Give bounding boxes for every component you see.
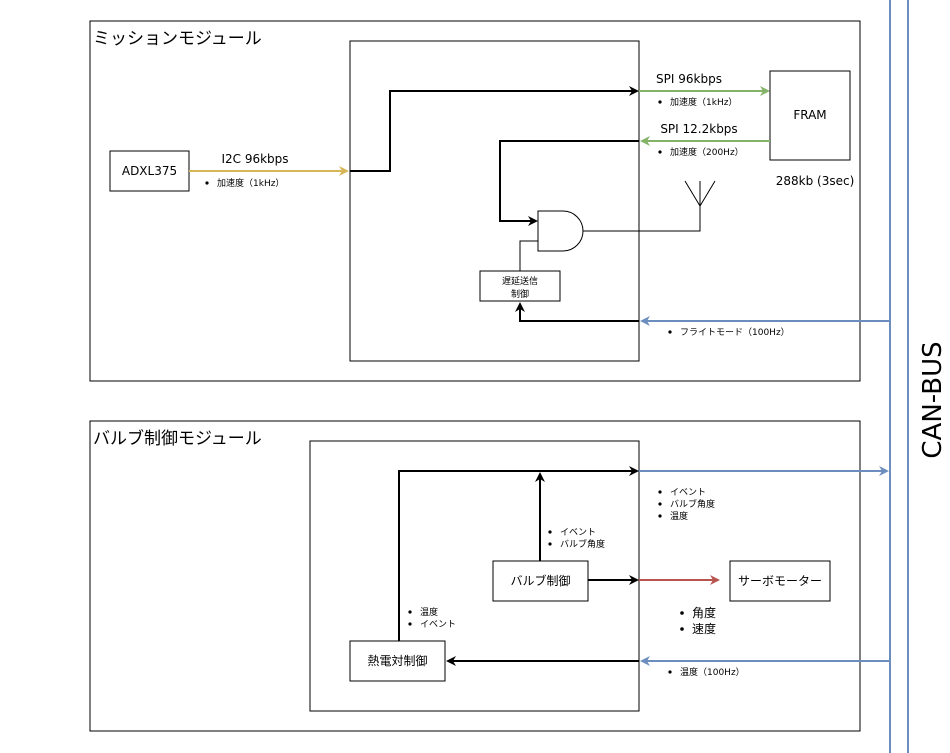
can-temp-note: 温度（100Hz） bbox=[680, 666, 745, 678]
fram-box bbox=[769, 70, 851, 161]
mcu-internal-data-path bbox=[350, 86, 639, 172]
and-gate bbox=[537, 210, 584, 252]
thermal-to-can-path bbox=[398, 466, 639, 641]
mission-module-frame bbox=[89, 20, 861, 382]
valve-up-notes: イベント バルブ角度 bbox=[548, 528, 605, 550]
valve-up-note: イベント bbox=[560, 528, 596, 538]
antenna-icon bbox=[684, 180, 716, 207]
can-bus-label: CAN-BUS bbox=[918, 341, 948, 458]
fram-capacity: 288kb (3sec) bbox=[776, 174, 855, 188]
spi-in-note-bullet bbox=[658, 150, 662, 154]
spi-out-label: SPI 96kbps bbox=[656, 72, 722, 86]
valve-module-frame bbox=[89, 420, 861, 732]
delay-control-label-1: 遅延送信 bbox=[502, 275, 538, 287]
fram-label: FRAM bbox=[793, 108, 826, 122]
mcu-to-and-gate-path bbox=[499, 140, 639, 226]
mission-module-title: ミッションモジュール bbox=[93, 29, 262, 49]
thermal-up-notes: 温度 イベント bbox=[408, 606, 456, 630]
delay-control-label-2: 制御 bbox=[511, 288, 529, 300]
mission-mcu-box bbox=[349, 40, 640, 362]
thermal-control-box bbox=[349, 640, 446, 682]
servo-notes: 角度 速度 bbox=[680, 605, 716, 636]
and-gate-output-line bbox=[583, 206, 701, 232]
valve-module-title: バルブ制御モジュール bbox=[93, 428, 262, 449]
spi-in-label: SPI 12.2kbps bbox=[660, 122, 737, 136]
valve-mcu-box bbox=[309, 440, 640, 712]
can-flightmode-note-bullet bbox=[668, 330, 672, 334]
thermal-up-note: イベント bbox=[420, 620, 456, 630]
i2c-note: 加速度（1kHz） bbox=[217, 177, 284, 189]
spi-in-note: 加速度（200Hz） bbox=[670, 146, 744, 158]
can-out-notes: イベント バルブ角度 温度 bbox=[658, 488, 715, 522]
delay-to-and-gate-line bbox=[519, 240, 538, 271]
thermal-control-label: 熱電対制御 bbox=[367, 653, 427, 668]
can-out-note: 温度 bbox=[670, 510, 688, 522]
adxl375-box bbox=[109, 150, 190, 192]
valve-control-box bbox=[492, 560, 589, 602]
i2c-label: I2C 96kbps bbox=[221, 152, 288, 166]
mcu-to-delay-path bbox=[515, 302, 639, 322]
can-out-note: イベント bbox=[670, 488, 706, 498]
spi-out-note: 加速度（1kHz） bbox=[670, 96, 737, 108]
adxl375-label: ADXL375 bbox=[122, 164, 177, 178]
can-flightmode-note: フライトモード（100Hz） bbox=[680, 327, 790, 338]
valve-control-label: バルブ制御 bbox=[510, 573, 570, 588]
i2c-note-bullet bbox=[205, 181, 209, 185]
servo-note: 角度 bbox=[692, 605, 716, 620]
servo-motor-label: サーボモーター bbox=[738, 574, 822, 588]
delay-control-box bbox=[479, 270, 561, 302]
can-out-note: バルブ角度 bbox=[670, 498, 715, 510]
spi-out-note-bullet bbox=[658, 100, 662, 104]
valve-up-note: バルブ角度 bbox=[560, 538, 605, 550]
can-temp-note-bullet bbox=[668, 670, 672, 674]
servo-motor-box bbox=[729, 560, 831, 602]
servo-note: 速度 bbox=[692, 621, 716, 636]
thermal-up-note: 温度 bbox=[420, 606, 438, 618]
